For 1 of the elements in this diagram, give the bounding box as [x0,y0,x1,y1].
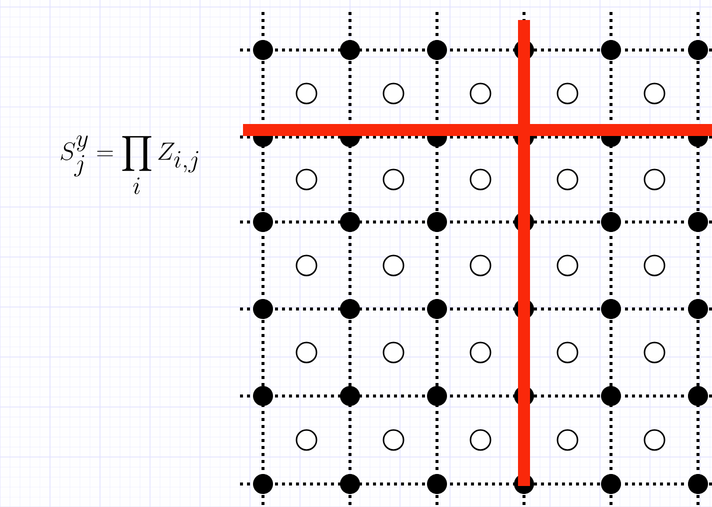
formula: $S^y_j = \prod_i Z_{i,j}$ [60,135,198,194]
